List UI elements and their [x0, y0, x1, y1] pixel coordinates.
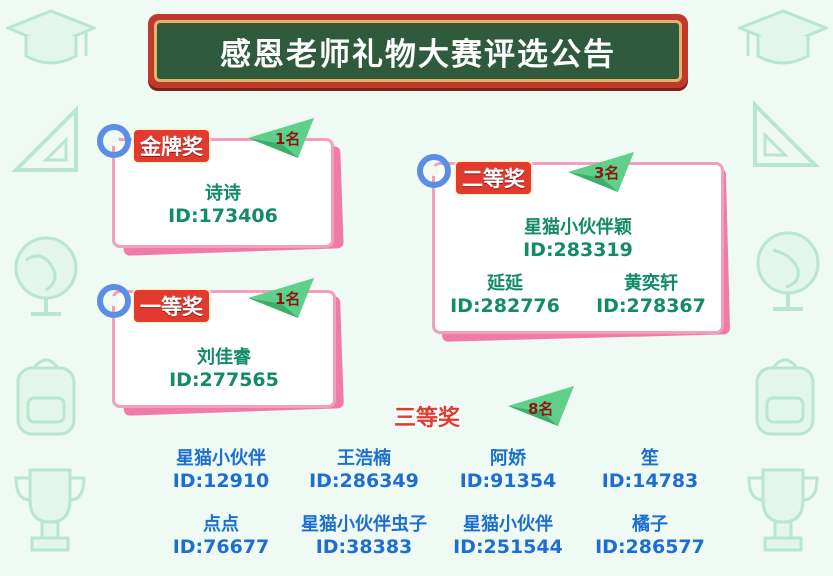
winner-id: ID:278367	[596, 295, 706, 317]
page-title: 感恩老师礼物大赛评选公告	[220, 36, 616, 73]
winner-name: 王浩楠	[337, 448, 391, 469]
winner-id: ID:12910	[172, 470, 270, 492]
winner-name: 星猫小伙伴颖	[524, 217, 632, 238]
title-board-face: 感恩老师礼物大赛评选公告	[154, 20, 682, 82]
paper-plane-icon	[248, 278, 314, 318]
winner-id: ID:277565	[169, 369, 279, 391]
winner-id: ID:76677	[172, 536, 270, 558]
binder-ring-icon	[97, 124, 131, 158]
binder-ring-icon	[417, 154, 451, 188]
graduation-cap-icon	[738, 9, 828, 65]
winner-id: ID:286577	[595, 536, 705, 558]
winner-name: 星猫小伙伴虫子	[301, 514, 427, 535]
winner-name: 星猫小伙伴	[176, 448, 266, 469]
globe-icon	[14, 236, 78, 316]
winner-name: 黄奕轩	[624, 273, 678, 294]
winner-name: 延延	[487, 273, 523, 294]
globe-icon	[756, 231, 820, 311]
binder-ring-icon	[97, 284, 131, 318]
first-count-badge: 1名	[275, 290, 301, 308]
winner-id: ID:14783	[601, 470, 699, 492]
winner-name: 笙	[641, 448, 659, 469]
winner-name: 诗诗	[205, 183, 241, 204]
winner-id: ID:91354	[459, 470, 557, 492]
winner-id: ID:251544	[453, 536, 563, 558]
backpack-icon	[755, 358, 815, 436]
graduation-cap-icon	[6, 9, 96, 65]
paper-plane-icon	[248, 118, 314, 158]
third-count-badge: 8名	[528, 400, 554, 418]
second-award-label: 二等奖	[456, 162, 531, 194]
third-award-label: 三等奖	[394, 406, 461, 431]
winner-id: ID:38383	[315, 536, 413, 558]
trophy-icon	[747, 468, 819, 552]
winner-id: ID:173406	[168, 205, 278, 227]
winner-id: ID:283319	[523, 239, 633, 261]
winner-name: 星猫小伙伴	[463, 514, 553, 535]
winner-id: ID:282776	[450, 295, 560, 317]
paper-plane-icon	[568, 152, 634, 192]
gold-award-card: 诗诗 ID:173406	[112, 138, 334, 248]
gold-award-label: 金牌奖	[134, 130, 209, 162]
backpack-icon	[16, 358, 76, 436]
winner-name: 刘佳睿	[197, 347, 251, 368]
paper-plane-icon	[508, 386, 574, 426]
first-award-label: 一等奖	[134, 290, 209, 322]
gold-count-badge: 1名	[275, 130, 301, 148]
winner-id: ID:286349	[309, 470, 419, 492]
trophy-icon	[14, 468, 86, 552]
winner-name: 橘子	[632, 514, 668, 535]
winner-name: 点点	[203, 514, 239, 535]
triangle-ruler-icon	[753, 100, 820, 167]
winner-name: 阿娇	[490, 448, 526, 469]
triangle-ruler-icon	[11, 105, 78, 172]
title-board: 感恩老师礼物大赛评选公告	[148, 14, 688, 88]
second-count-badge: 3名	[594, 164, 620, 182]
